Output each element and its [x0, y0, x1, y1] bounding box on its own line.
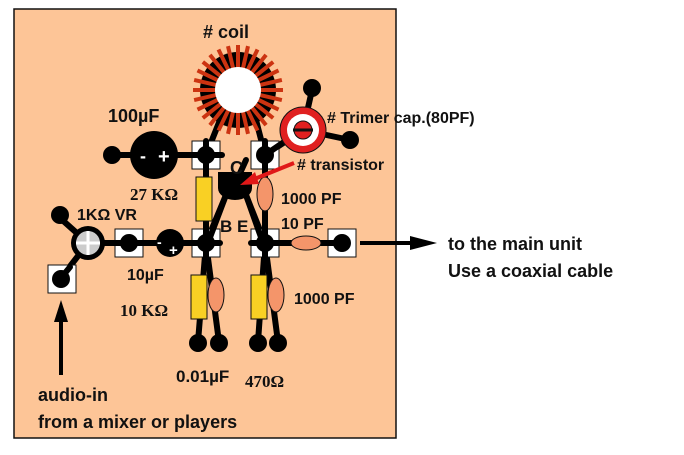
coil-winding — [201, 100, 224, 120]
joint — [256, 234, 274, 252]
joint — [103, 146, 121, 164]
variable-resistor — [71, 226, 105, 260]
coil-winding — [226, 109, 236, 135]
ceramic-capacitors — [207, 176, 322, 313]
coil-winding — [257, 92, 283, 102]
coil-winding — [216, 48, 232, 73]
res-10k-label: 10 KΩ — [120, 301, 168, 320]
pin-c-label: C — [230, 158, 243, 178]
coil-winding — [244, 48, 260, 73]
coil-winding — [208, 104, 228, 127]
coil-winding — [248, 53, 268, 76]
coil-winding — [240, 109, 250, 135]
cap-10pf-label: 10 PF — [281, 216, 324, 233]
joint — [197, 234, 215, 252]
coil-winding — [255, 96, 280, 112]
joint — [189, 334, 207, 352]
joint — [269, 334, 287, 352]
resistor-27k — [195, 176, 213, 222]
coil-winding — [252, 60, 275, 80]
transistor — [218, 172, 252, 200]
capacitor-1000pf-bottom — [267, 277, 285, 313]
pin-b-label: B — [220, 217, 232, 236]
coil-winding — [255, 68, 280, 84]
coil-winding — [201, 60, 224, 80]
capacitor-0.01uf — [207, 277, 225, 313]
coil-winding — [208, 53, 228, 76]
cap-10uf-label: 10µF — [127, 267, 164, 284]
joint — [197, 146, 215, 164]
joint — [333, 234, 351, 252]
coil-winding — [193, 78, 219, 88]
capacitor-1000pf-top — [256, 176, 274, 212]
pin-e-label: E — [237, 217, 248, 236]
cap-001uf-label: 0.01µF — [176, 367, 229, 386]
vr-1k-label: 1KΩ VR — [77, 207, 137, 224]
capacitor-10pf — [290, 235, 322, 251]
output-label-line2: Use a coaxial cable — [448, 261, 613, 281]
resistor-10k — [190, 274, 208, 320]
resistors — [190, 176, 268, 320]
joint — [341, 131, 359, 149]
coil-winding — [226, 45, 236, 71]
joint — [249, 334, 267, 352]
coil-winding — [216, 107, 232, 132]
coil-winding — [196, 68, 221, 84]
joint — [210, 334, 228, 352]
capacitor-10uf: - + — [156, 229, 184, 259]
polarity-plus: + — [158, 146, 170, 168]
polarity-plus: + — [169, 242, 178, 259]
solder-joints — [51, 79, 359, 352]
coil-winding — [244, 107, 260, 132]
polarity-minus: - — [157, 234, 162, 250]
joint — [52, 270, 70, 288]
input-label-line1: audio-in — [38, 385, 108, 405]
joint — [303, 79, 321, 97]
input-arrow — [54, 300, 68, 375]
coil-winding — [196, 96, 221, 112]
polarity-minus: - — [140, 146, 146, 166]
coil-winding — [248, 104, 268, 127]
trimmer-label: # Trimer cap.(80PF) — [327, 110, 475, 127]
coil-winding — [240, 45, 250, 71]
coil-label: # coil — [203, 22, 249, 42]
coil-winding — [257, 78, 283, 88]
coil-winding — [252, 100, 275, 120]
output-label-line1: to the main unit — [448, 234, 582, 254]
transistor-pointer-arrow — [240, 161, 295, 185]
cap-100uf-label: 100µF — [108, 106, 159, 126]
joint — [256, 146, 274, 164]
input-label-line2: from a mixer or players — [38, 412, 237, 432]
joint — [120, 234, 138, 252]
transistor-label: # transistor — [297, 157, 384, 174]
res-27k-label: 27 KΩ — [130, 185, 178, 204]
resistor-470 — [250, 274, 268, 320]
cap-1000pf-bottom-label: 1000 PF — [294, 291, 355, 308]
cap-1000pf-top-label: 1000 PF — [281, 191, 342, 208]
joint — [51, 206, 69, 224]
res-470-label: 470Ω — [245, 372, 284, 391]
capacitor-100uf: - + — [130, 131, 178, 179]
trimmer-capacitor — [279, 106, 327, 154]
coil-winding — [193, 92, 219, 102]
output-arrow — [360, 236, 437, 250]
coil — [193, 45, 283, 135]
